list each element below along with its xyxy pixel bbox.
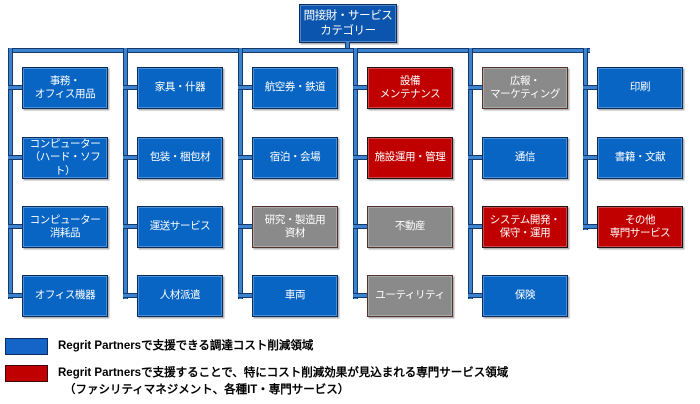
category-box: 印刷 — [597, 67, 683, 109]
connector-line — [353, 155, 367, 160]
connector-line — [468, 85, 482, 90]
category-box: ユーティリティ — [367, 275, 453, 317]
connector-line — [583, 48, 588, 230]
category-box: コンピューター （ハード・ソフト） — [22, 137, 108, 179]
connector-line — [238, 48, 243, 299]
category-box: 包装・梱包材 — [137, 137, 223, 179]
connector-line — [468, 293, 482, 298]
legend-label-red: Regrit Partnersで支援することで、特にコスト削減効果が見込まれる専… — [58, 367, 509, 379]
connector-line — [8, 224, 22, 229]
connector-line — [8, 48, 590, 53]
legend-label-red-sub: （ファシリティマネジメント、各種IT・専門サービス） — [64, 384, 350, 396]
connector-line — [123, 224, 137, 229]
connector-line — [468, 48, 473, 299]
connector-line — [238, 224, 252, 229]
category-box: オフィス機器 — [22, 275, 108, 317]
legend-item-red: Regrit Partnersで支援することで、特にコスト削減効果が見込まれる専… — [5, 365, 508, 398]
category-box: コンピューター 消耗品 — [22, 206, 108, 248]
connector-line — [583, 224, 597, 229]
connector-line — [353, 48, 358, 299]
legend-swatch-red — [5, 365, 48, 382]
connector-line — [8, 293, 22, 298]
connector-line — [468, 224, 482, 229]
connector-line — [583, 85, 597, 90]
category-box: 書籍・文献 — [597, 137, 683, 179]
root-category-box: 間接財・サービス カテゴリー — [299, 4, 397, 43]
category-box: 人材派遣 — [137, 275, 223, 317]
connector-line — [123, 48, 128, 299]
connector-line — [123, 155, 137, 160]
connector-line — [238, 85, 252, 90]
category-box: 運送サービス — [137, 206, 223, 248]
category-box: 宿泊・会場 — [252, 137, 338, 179]
connector-line — [238, 155, 252, 160]
category-box: 不動産 — [367, 206, 453, 248]
legend-item-blue: Regrit Partnersで支援できる調達コスト削減領域 — [5, 338, 313, 355]
connector-line — [353, 85, 367, 90]
connector-line — [123, 85, 137, 90]
connector-line — [583, 155, 597, 160]
category-box: その他 専門サービス — [597, 206, 683, 248]
connector-line — [345, 42, 350, 49]
category-box: 広報・ マーケティング — [482, 67, 568, 109]
category-box: 事務・ オフィス用品 — [22, 67, 108, 109]
connector-line — [353, 293, 367, 298]
category-box: 研究・製造用 資材 — [252, 206, 338, 248]
connector-line — [468, 155, 482, 160]
connector-line — [8, 85, 22, 90]
category-box: 航空券・鉄道 — [252, 67, 338, 109]
category-box: 設備 メンテナンス — [367, 67, 453, 109]
connector-line — [238, 293, 252, 298]
category-box: 通信 — [482, 137, 568, 179]
category-box: システム開発・ 保守・運用 — [482, 206, 568, 248]
connector-line — [353, 224, 367, 229]
connector-line — [123, 293, 137, 298]
connector-line — [8, 48, 13, 299]
legend-label-blue: Regrit Partnersで支援できる調達コスト削減領域 — [58, 340, 314, 352]
category-box: 家具・什器 — [137, 67, 223, 109]
category-box: 施設運用・管理 — [367, 137, 453, 179]
category-box: 車両 — [252, 275, 338, 317]
legend-swatch-blue — [5, 338, 48, 355]
connector-line — [8, 155, 22, 160]
category-box: 保険 — [482, 275, 568, 317]
